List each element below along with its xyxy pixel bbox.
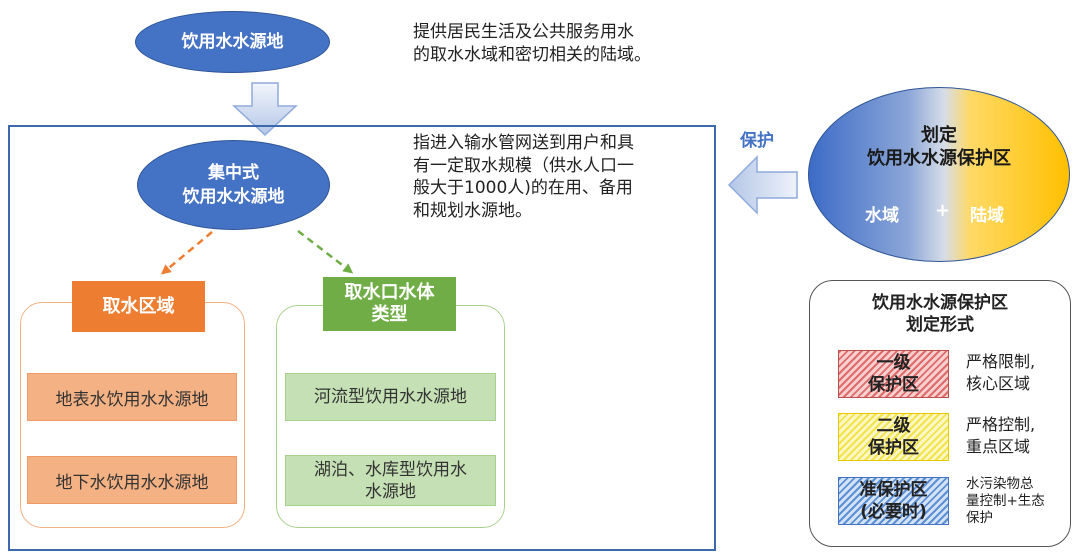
plus-sign: +	[935, 200, 951, 221]
centralized-definition-line-1: 指进入输水管网送到用户和具	[413, 133, 634, 153]
quasi-zone-line-1: 准保护区	[859, 480, 928, 500]
drinking-water-source-label: 饮用水水源地	[181, 32, 284, 52]
lake-reservoir-label-line-2: 水源地	[365, 481, 416, 502]
lake-reservoir-source-item: 湖泊、水库型饮用水 水源地	[285, 455, 496, 506]
water-area-label: 水域	[865, 206, 899, 226]
protection-title-line-1: 划定	[921, 125, 957, 146]
quasi-zone-swatch: 准保护区 (必要时)	[838, 477, 949, 525]
surface-water-source-label: 地表水饮用水水源地	[55, 389, 209, 410]
quasi-zone-desc: 水污染物总 量控制+生态 保护	[966, 476, 1045, 527]
down-block-arrow-icon	[232, 82, 298, 137]
centralized-definition-line-3: 般大于1000人)的在用、备用	[413, 178, 633, 198]
centralized-source-frame	[8, 125, 716, 551]
drinking-water-source-ellipse: 饮用水水源地	[135, 11, 330, 73]
surface-water-source-item: 地表水饮用水水源地	[27, 373, 237, 421]
secondary-zone-line-2: 保护区	[868, 438, 919, 458]
centralized-definition-line-4: 和规划水源地。	[413, 200, 532, 221]
centralized-label-line-1: 集中式	[208, 163, 259, 183]
quasi-zone-desc-line-3: 保护	[966, 510, 993, 526]
primary-zone-swatch: 一级 保护区	[838, 350, 949, 398]
definition-line-1: 提供居民生活及公共服务用水	[413, 22, 634, 42]
orange-dashed-arrow	[160, 231, 213, 275]
water-body-type-header: 取水口水体 类型	[323, 277, 456, 331]
legend-title-line-1: 饮用水水源保护区	[872, 293, 1008, 313]
protection-zone-title: 划定 饮用水水源保护区	[808, 124, 1070, 170]
protection-zone-oval	[808, 87, 1070, 262]
green-dashed-arrow	[297, 230, 354, 274]
intake-area-header: 取水区域	[72, 281, 205, 332]
land-area-label: 陆域	[970, 206, 1004, 226]
left-block-arrow-icon	[727, 155, 798, 215]
legend-title: 饮用水水源保护区 划定形式	[809, 292, 1071, 336]
primary-zone-desc-line-1: 严格限制,	[966, 352, 1036, 371]
river-source-label: 河流型饮用水水源地	[314, 387, 467, 407]
secondary-zone-swatch: 二级 保护区	[838, 413, 949, 461]
quasi-zone-desc-line-1: 水污染物总	[966, 476, 1034, 492]
quasi-zone-line-2: (必要时)	[860, 502, 927, 522]
dashed-arrows	[160, 230, 354, 275]
water-body-type-header-line-2: 类型	[371, 304, 408, 325]
centralized-label-line-2: 饮用水水源地	[182, 187, 285, 207]
secondary-zone-line-1: 二级	[876, 416, 911, 436]
groundwater-source-item: 地下水饮用水水源地	[27, 456, 237, 504]
secondary-zone-desc: 严格控制, 重点区域	[966, 414, 1035, 458]
protection-title-line-2: 饮用水水源保护区	[867, 148, 1011, 169]
protect-arrow-label: 保护	[740, 131, 774, 151]
primary-zone-desc: 严格限制, 核心区域	[966, 351, 1035, 395]
centralized-source-ellipse: 集中式 饮用水水源地	[137, 140, 330, 230]
primary-zone-line-1: 一级	[876, 353, 911, 373]
lake-reservoir-label-line-1: 湖泊、水库型饮用水	[314, 459, 467, 480]
quasi-zone-desc-line-2: 量控制+生态	[966, 493, 1045, 509]
centralized-source-definition: 指进入输水管网送到用户和具 有一定取水规模（供水人口一 般大于1000人)的在用…	[413, 132, 713, 222]
definition-line-2: 的取水水域和密切相关的陆域。	[413, 44, 651, 65]
legend-title-line-2: 划定形式	[906, 315, 974, 335]
river-source-item: 河流型饮用水水源地	[285, 373, 496, 421]
primary-zone-desc-line-2: 核心区域	[966, 374, 1031, 393]
secondary-zone-desc-line-2: 重点区域	[966, 437, 1031, 456]
centralized-definition-line-2: 有一定取水规模（供水人口一	[413, 155, 634, 176]
groundwater-source-label: 地下水饮用水水源地	[55, 472, 209, 493]
drinking-water-source-definition: 提供居民生活及公共服务用水 的取水水域和密切相关的陆域。	[413, 21, 713, 66]
water-body-type-header-line-1: 取水口水体	[344, 282, 435, 303]
secondary-zone-desc-line-1: 严格控制,	[966, 415, 1036, 434]
primary-zone-line-2: 保护区	[868, 375, 919, 395]
intake-area-header-label: 取水区域	[102, 295, 175, 317]
